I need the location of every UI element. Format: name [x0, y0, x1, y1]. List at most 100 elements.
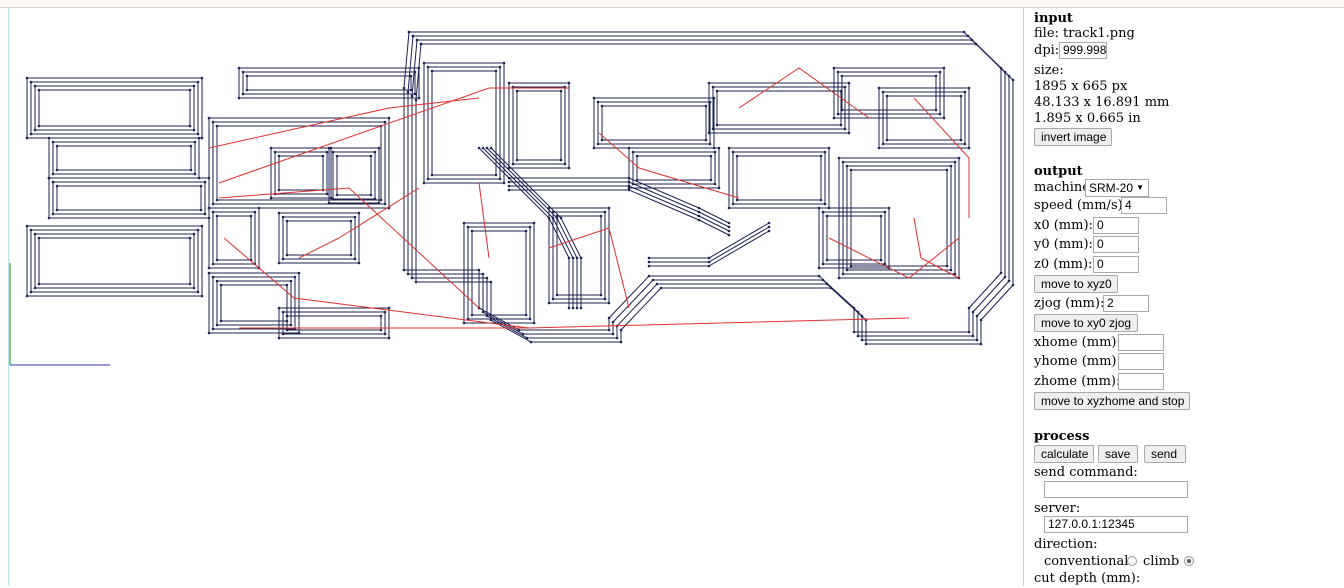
toolpath-point [709, 178, 713, 182]
toolpath-point [387, 336, 391, 340]
toolpath-point [879, 258, 883, 262]
toolpath-point [607, 301, 611, 305]
zhome-input[interactable] [1118, 373, 1164, 390]
contour-ring [601, 105, 707, 141]
toolpath-point [651, 278, 655, 282]
toolpath-point [477, 146, 481, 150]
machine-select[interactable]: SRM-20 ▼ [1085, 179, 1149, 197]
toolpath-point [285, 253, 289, 257]
contour-ring [220, 284, 288, 322]
direction-climb-radio[interactable] [1184, 556, 1194, 566]
toolpath-point [203, 180, 207, 184]
toolpath-point [979, 342, 983, 346]
contour-ring [282, 311, 386, 335]
travel-move [738, 67, 870, 119]
toolpath-point [856, 310, 860, 314]
toolpath-point [547, 216, 551, 220]
move-to-xyz0-button[interactable]: move to xyz0 [1034, 275, 1118, 293]
toolpath-point [33, 84, 37, 88]
save-button[interactable]: save [1098, 445, 1138, 463]
toolpath-point [1007, 279, 1011, 283]
toolpath-point [55, 184, 59, 188]
toolpath-point [967, 306, 971, 310]
toolpath-point [357, 261, 361, 265]
size-label: size: [1034, 63, 1064, 78]
toolpath-point [37, 88, 41, 92]
toolpath-point [409, 74, 413, 78]
toolpath-point [847, 81, 851, 85]
toolpath-point [409, 88, 413, 92]
toolpath-point [470, 313, 474, 317]
z0-input[interactable]: 0 [1093, 256, 1139, 273]
toolpath-point [200, 76, 204, 80]
toolpath-point [273, 150, 277, 154]
toolpath-point [215, 258, 219, 262]
toolpath-point [840, 74, 844, 78]
yhome-input[interactable] [1118, 353, 1164, 370]
send-button[interactable]: send [1144, 445, 1186, 463]
server-input[interactable]: 127.0.0.1:12345 [1044, 516, 1188, 533]
move-to-xy0-zjog-button[interactable]: move to xy0 zjog [1034, 314, 1138, 332]
travel-move [478, 182, 490, 259]
xhome-input[interactable] [1118, 334, 1164, 351]
toolpath-point [881, 142, 885, 146]
toolpath-point [211, 120, 215, 124]
toolpath-point [963, 142, 967, 146]
calculate-button[interactable]: calculate [1034, 445, 1094, 463]
toolpath-point [708, 100, 712, 104]
toolpath-point [735, 154, 739, 158]
toolpath-point [485, 314, 489, 318]
dpi-input[interactable]: 999.998 [1059, 42, 1107, 59]
toolpath-point [963, 90, 967, 94]
toolpath-point [635, 178, 639, 182]
contour-ring [208, 272, 300, 334]
toolpath-point [241, 70, 245, 74]
toolpath-point [697, 210, 701, 214]
x0-input[interactable]: 0 [1093, 217, 1139, 234]
contour-ring [286, 220, 352, 256]
zjog-input[interactable]: 2 [1103, 295, 1149, 312]
toolpath-point [819, 154, 823, 158]
contour-ring [728, 147, 830, 209]
toolpath-point [353, 257, 357, 261]
toolpath-point [29, 290, 33, 294]
toolpath-point [942, 116, 946, 120]
toolpath-point [192, 232, 196, 236]
send-command-input[interactable] [1044, 481, 1188, 498]
direction-conventional-radio[interactable] [1127, 556, 1137, 566]
toolpath-point [635, 154, 639, 158]
move-to-xyzhome-button[interactable]: move to xyzhome and stop [1034, 392, 1190, 410]
chevron-down-icon: ▼ [1136, 183, 1144, 192]
contour-trace [509, 189, 730, 236]
toolpath-point [827, 206, 831, 210]
toolpath-point [567, 166, 571, 170]
contour-ring [431, 70, 497, 176]
toolpath-point [51, 180, 55, 184]
toolpath-point [547, 301, 551, 305]
toolpath-point [422, 181, 426, 185]
toolpath-view[interactable] [8, 8, 1023, 586]
toolpath-point [430, 173, 434, 177]
toolpath-point [1011, 78, 1015, 82]
toolpath-point [611, 332, 615, 336]
toolpath-point [411, 34, 415, 38]
toolpath-point [47, 176, 51, 180]
toolpath-point [373, 197, 377, 201]
toolpath-point [563, 162, 567, 166]
toolpath-point [532, 321, 536, 325]
invert-image-button[interactable]: invert image [1034, 128, 1112, 146]
toolpath-point [269, 196, 273, 200]
toolpath-point [215, 214, 219, 218]
toolpath-point [647, 260, 651, 264]
toolpath-point [325, 192, 329, 196]
travel-move [223, 237, 910, 329]
contour-ring [736, 155, 822, 201]
speed-input[interactable]: 4 [1121, 197, 1167, 214]
y0-input[interactable]: 0 [1093, 236, 1139, 253]
toolpath-point [959, 94, 963, 98]
dpi-label: dpi: [1034, 43, 1060, 58]
toolpath-point [559, 158, 563, 162]
toolpath-point [1003, 275, 1007, 279]
toolpath-point [196, 80, 200, 84]
toolpath-point [489, 146, 493, 150]
